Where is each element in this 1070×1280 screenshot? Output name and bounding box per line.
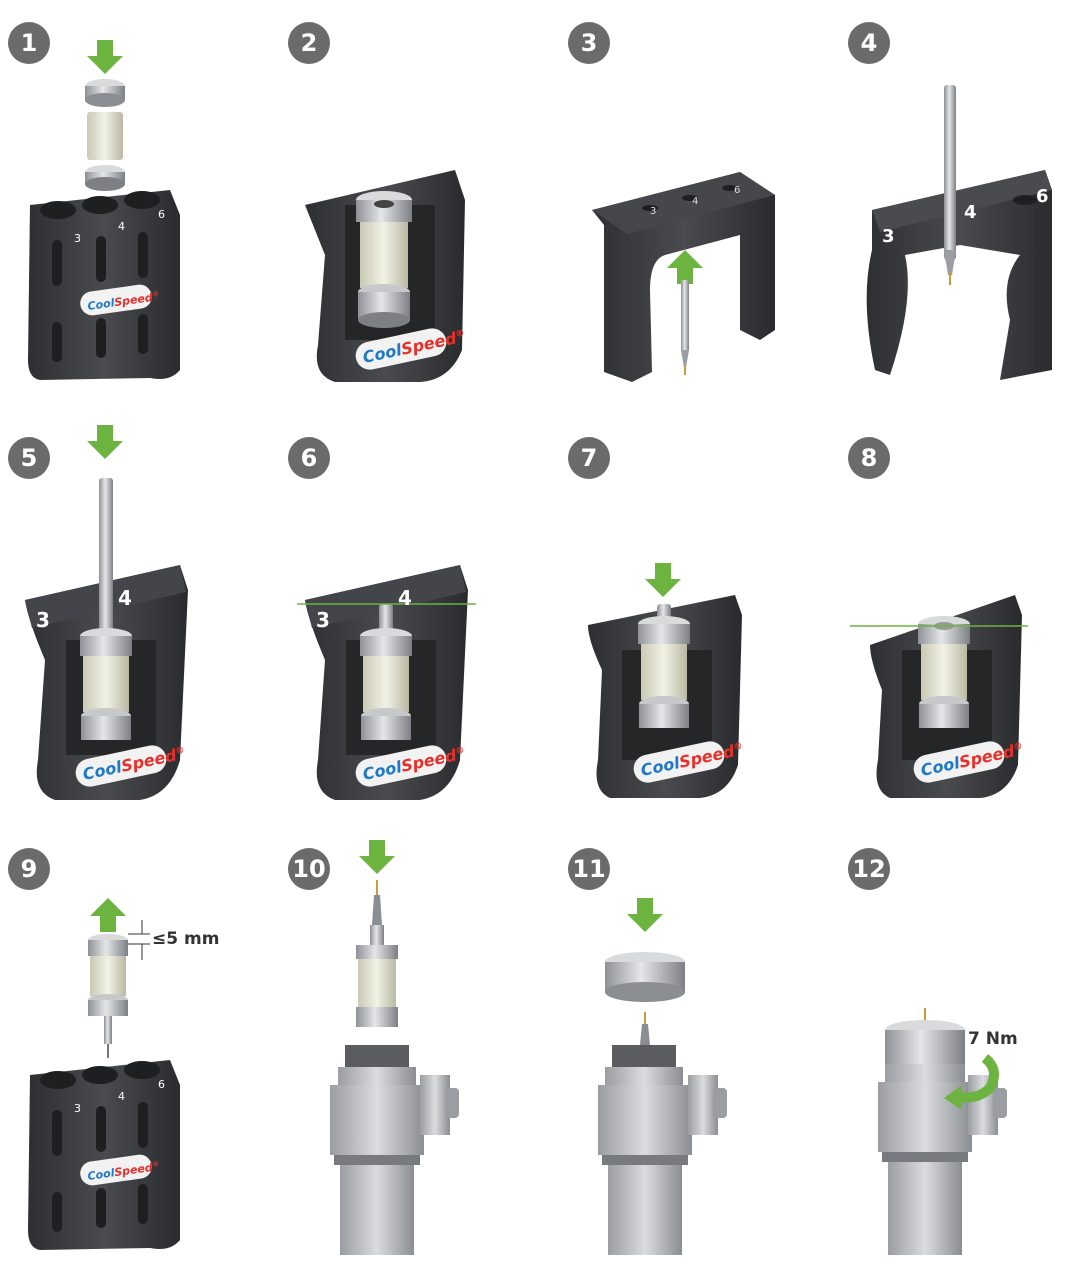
arrow-down-icon: [87, 425, 123, 459]
slot-label-6: 6: [158, 1078, 165, 1091]
step4-illustration: [866, 85, 1052, 380]
step-badge-4: 4: [848, 22, 890, 64]
clearance-label: ≤5 mm: [152, 929, 220, 949]
arrow-down-icon: [359, 840, 395, 874]
step9-illustration: [28, 898, 180, 1250]
torque-label: 7 Nm: [968, 1029, 1018, 1049]
step3-illustration: [592, 172, 775, 382]
step-badge-1: 1: [8, 22, 50, 64]
slot-label-4: 4: [118, 220, 125, 233]
step6-illustration: [297, 565, 476, 800]
step-badge-9: 9: [8, 848, 50, 890]
brand-logo: CoolSpeed®: [87, 1160, 161, 1183]
step10-illustration: [330, 840, 459, 1255]
step7-illustration: [588, 563, 742, 798]
arrow-down-icon: [645, 563, 681, 597]
rotate-arrow-icon: [957, 1054, 999, 1103]
step-badge-10: 10: [288, 848, 330, 890]
arrow-up-icon: [90, 898, 126, 932]
step-badge-12: 12: [848, 848, 890, 890]
slot-label-6: 6: [1036, 186, 1049, 207]
arrow-up-icon: [667, 250, 703, 284]
slot-label-4: 4: [964, 202, 977, 223]
step-badge-7: 7: [568, 437, 610, 479]
step1-illustration: [28, 40, 180, 380]
step-badge-5: 5: [8, 437, 50, 479]
step-badge-11: 11: [568, 848, 610, 890]
step2-illustration: [305, 170, 465, 382]
step-badge-3: 3: [568, 22, 610, 64]
slot-label-3: 3: [74, 1102, 81, 1115]
slot-label-3: 3: [650, 206, 656, 217]
slot-label-4: 4: [692, 196, 698, 207]
step-badge-2: 2: [288, 22, 330, 64]
arrow-down-icon: [627, 898, 663, 932]
slot-label-3: 3: [36, 608, 50, 632]
slot-label-6: 6: [158, 208, 165, 221]
step11-illustration: [598, 898, 727, 1255]
slot-label-3: 3: [882, 226, 895, 247]
slot-label-4: 4: [398, 586, 412, 610]
step12-illustration: [878, 1008, 1007, 1255]
slot-label-3: 3: [74, 232, 81, 245]
step8-illustration: [850, 595, 1028, 798]
step-badge-6: 6: [288, 437, 330, 479]
slot-label-6: 6: [734, 185, 740, 196]
arrow-down-icon: [87, 40, 123, 74]
slot-label-4: 4: [118, 1090, 125, 1103]
step5-illustration: [25, 425, 188, 800]
brand-logo: CoolSpeed®: [87, 290, 161, 313]
slot-label-3: 3: [316, 608, 330, 632]
step-badge-8: 8: [848, 437, 890, 479]
slot-label-4: 4: [118, 586, 132, 610]
